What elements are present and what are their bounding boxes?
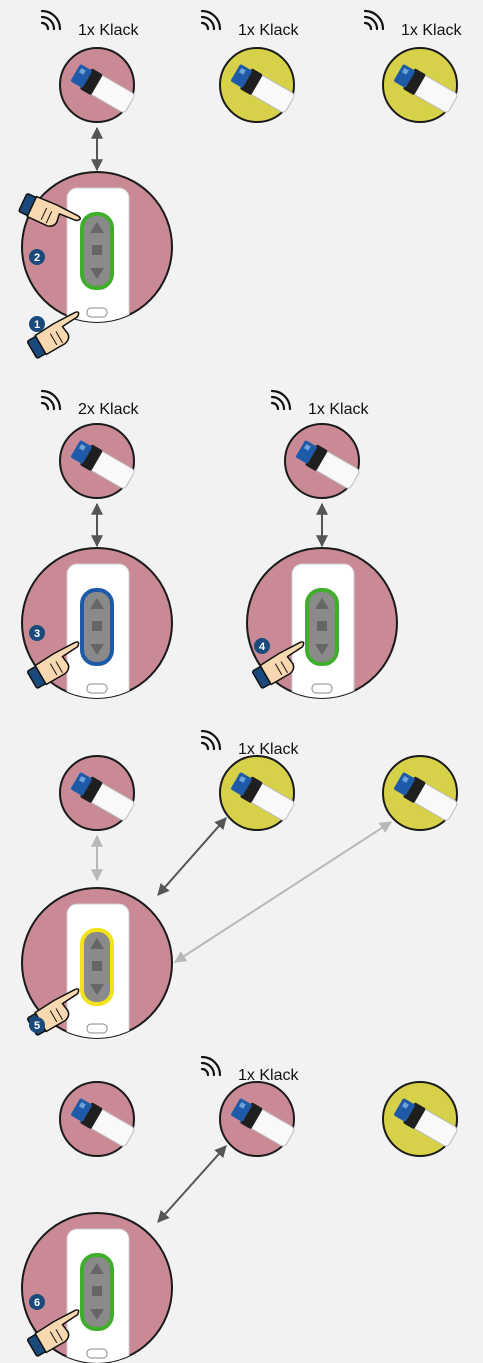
step-badge-5: 5 bbox=[29, 1017, 45, 1033]
motor-pink-4 bbox=[59, 755, 137, 831]
klack-label-1c: 1x Klack bbox=[363, 9, 462, 39]
svg-text:1: 1 bbox=[34, 319, 40, 331]
svg-text:6: 6 bbox=[34, 1297, 40, 1309]
motor-pink-2 bbox=[59, 423, 137, 499]
motor-pink-5 bbox=[59, 1081, 137, 1157]
step-badge-2: 2 bbox=[29, 249, 45, 265]
klack-label: 1x Klack bbox=[238, 22, 299, 39]
remote-control-icon bbox=[291, 563, 355, 698]
svg-text:2: 2 bbox=[34, 252, 40, 264]
link-arrow-faint bbox=[173, 821, 393, 963]
svg-text:4: 4 bbox=[259, 641, 266, 653]
klack-label-1b: 1x Klack bbox=[200, 9, 299, 39]
step-badge-6: 6 bbox=[29, 1294, 45, 1310]
klack-label-1a: 1x Klack bbox=[40, 9, 139, 39]
step-badge-4: 4 bbox=[254, 638, 270, 654]
step-badge-1: 1 bbox=[29, 316, 45, 332]
motor-yellow-1 bbox=[219, 47, 297, 123]
remote-control-icon bbox=[66, 903, 130, 1038]
remote-control-icon bbox=[66, 1228, 130, 1363]
klack-label: 1x Klack bbox=[78, 22, 139, 39]
motor-yellow-4 bbox=[382, 755, 460, 831]
klack-label-3: 1x Klack bbox=[200, 729, 299, 758]
klack-label: 1x Klack bbox=[238, 1067, 299, 1084]
klack-label: 1x Klack bbox=[238, 741, 299, 758]
motor-pink-3 bbox=[284, 423, 362, 499]
svg-text:5: 5 bbox=[34, 1020, 40, 1032]
motor-yellow-5 bbox=[382, 1081, 460, 1157]
remote-control-icon bbox=[66, 563, 130, 698]
klack-label: 1x Klack bbox=[401, 22, 462, 39]
klack-label-2a: 2x Klack bbox=[40, 389, 139, 418]
remote-circle-1 bbox=[21, 171, 173, 323]
remote-control-icon bbox=[66, 187, 130, 322]
svg-text:3: 3 bbox=[34, 628, 40, 640]
motor-yellow-3 bbox=[219, 755, 297, 831]
klack-label: 2x Klack bbox=[78, 401, 139, 418]
klack-label-2b: 1x Klack bbox=[270, 389, 369, 418]
klack-label: 1x Klack bbox=[308, 401, 369, 418]
motor-pink-1 bbox=[59, 47, 137, 123]
motor-yellow-2 bbox=[382, 47, 460, 123]
klack-label-4: 1x Klack bbox=[200, 1055, 299, 1084]
link-arrow bbox=[157, 1145, 227, 1223]
motor-pink-6 bbox=[219, 1081, 297, 1157]
step-badge-3: 3 bbox=[29, 625, 45, 641]
